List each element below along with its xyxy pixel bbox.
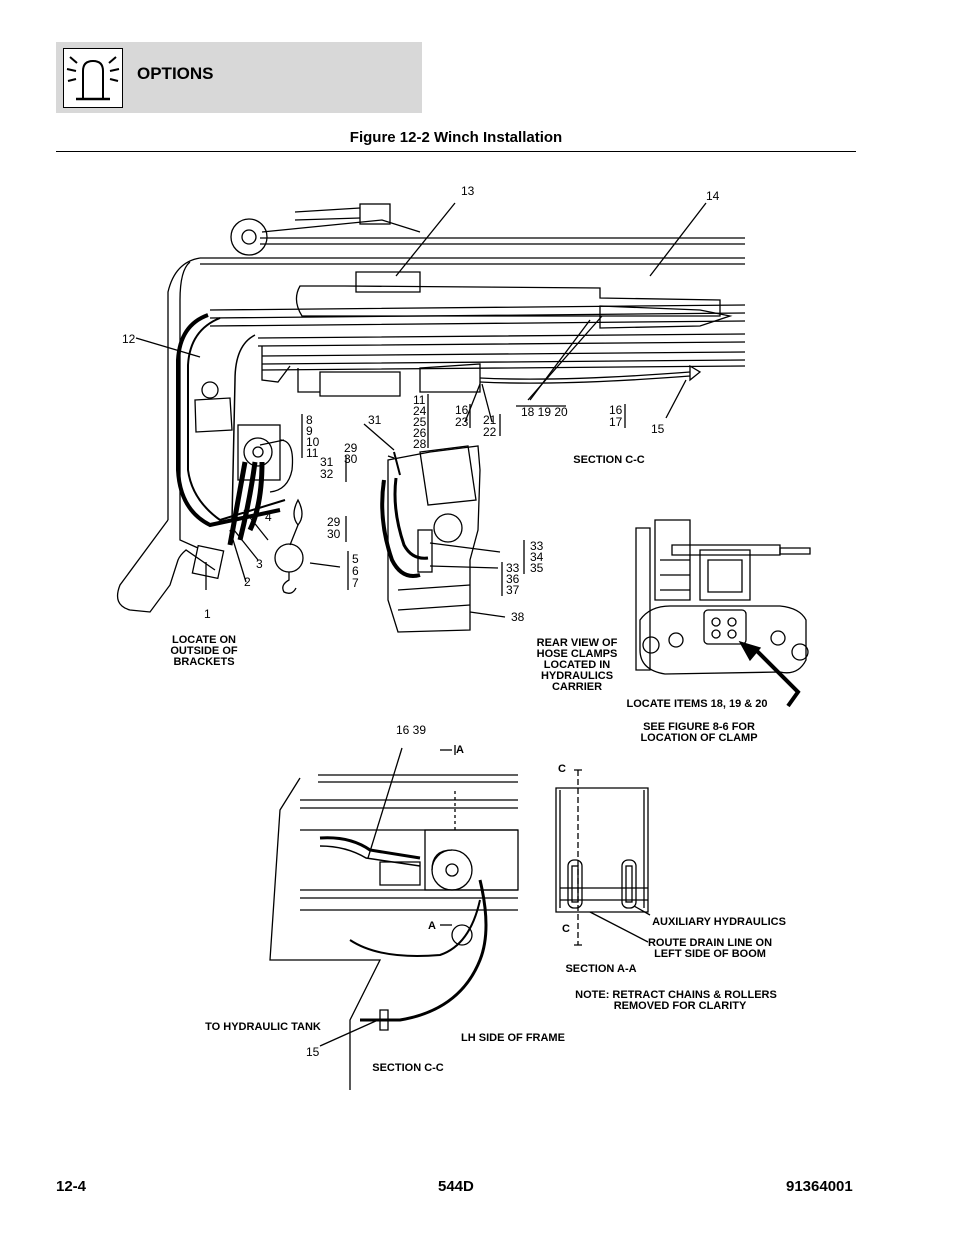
- beacon-light-icon: [63, 48, 123, 108]
- label-section-aa: SECTION A-A: [565, 963, 636, 975]
- callout-11-28-d: 26: [413, 426, 427, 440]
- callout-11-28-e: 28: [413, 437, 427, 451]
- label-see-figure-1: SEE FIGURE 8-6 FOR: [643, 721, 755, 733]
- boom-assembly: [116, 202, 746, 613]
- label-aux-hydraulics: AUXILIARY HYDRAULICS: [652, 916, 786, 928]
- callout-18-19-20: 18 19 20: [521, 405, 568, 419]
- callout-38: 38: [511, 610, 525, 624]
- callout-29-30b-b: 30: [327, 527, 341, 541]
- label-marker-c-bottom: C: [562, 923, 570, 935]
- callout-11-28-a: 11: [413, 393, 426, 407]
- callout-33-37-b: 36: [506, 572, 520, 586]
- callout-8-11-d: 11: [306, 446, 319, 460]
- callout-33-35-c: 35: [530, 561, 544, 575]
- footer-document-number: 91364001: [786, 1178, 853, 1195]
- callout-21-22-a: 21: [483, 413, 497, 427]
- section-title: OPTIONS: [137, 64, 214, 83]
- label-see-figure-2: LOCATION OF CLAMP: [640, 732, 757, 744]
- callout-33-35-a: 33: [530, 539, 544, 553]
- label-rear-view-4: HYDRAULICS: [541, 670, 613, 682]
- callout-31: 31: [368, 413, 382, 427]
- callout-8-11-c: 10: [306, 435, 320, 449]
- title-divider: [56, 151, 856, 152]
- callout-16-39: 16 39: [396, 723, 426, 737]
- label-note-2: REMOVED FOR CLARITY: [614, 1000, 747, 1012]
- callout-21-22-b: 22: [483, 425, 497, 439]
- label-to-tank: TO HYDRAULIC TANK: [205, 1021, 321, 1033]
- footer-model: 544D: [438, 1178, 474, 1195]
- callout-3: 3: [256, 557, 263, 571]
- callout-33-37-c: 37: [506, 583, 520, 597]
- label-rear-view-1: REAR VIEW OF: [537, 637, 618, 649]
- callout-2: 2: [244, 575, 251, 589]
- callout-33-37-a: 33: [506, 561, 520, 575]
- callout-1: 1: [204, 607, 211, 621]
- callout-numbers: 13 14 12 8 9 10 11 31 11 24 25 26 28 16 …: [122, 184, 720, 1059]
- callout-33-35-b: 34: [530, 550, 544, 564]
- label-marker-c-top: C: [558, 763, 566, 775]
- figure-title: Figure 12-2 Winch Installation: [349, 129, 563, 146]
- diagram-labels: SECTION C-C LOCATE ON OUTSIDE OF BRACKET…: [170, 454, 786, 1074]
- section-aa-view: [555, 769, 651, 946]
- callout-12: 12: [122, 332, 136, 346]
- callout-16-17-a: 16: [609, 403, 623, 417]
- callout-29-30a-b: 30: [344, 452, 358, 466]
- label-rear-view-5: CARRIER: [552, 681, 602, 693]
- callout-8-11-a: 8: [306, 413, 313, 427]
- callout-11-28-b: 24: [413, 404, 427, 418]
- callout-16-17-b: 17: [609, 415, 623, 429]
- callout-16-23-b: 23: [455, 415, 469, 429]
- callout-5-7-a: 5: [352, 552, 359, 566]
- callout-5-7-c: 7: [352, 576, 359, 590]
- callout-31-32-b: 32: [320, 467, 334, 481]
- label-rear-view-3: LOCATED IN: [544, 659, 610, 671]
- footer-page-number: 12-4: [56, 1178, 87, 1195]
- callout-15-top: 15: [651, 422, 665, 436]
- label-note-1: NOTE: RETRACT CHAINS & ROLLERS: [575, 989, 777, 1001]
- label-locate-brackets-3: BRACKETS: [173, 656, 234, 668]
- callout-31-32-a: 31: [320, 455, 334, 469]
- label-route-drain-2: LEFT SIDE OF BOOM: [654, 948, 766, 960]
- label-locate-brackets-2: OUTSIDE OF: [170, 645, 238, 657]
- callout-4: 4: [265, 510, 272, 524]
- callout-brackets: [301, 394, 626, 596]
- label-locate-brackets-1: LOCATE ON: [172, 634, 236, 646]
- callout-14: 14: [706, 189, 720, 203]
- label-section-cc-bottom: SECTION C-C: [372, 1062, 444, 1074]
- callout-16-23-a: 16: [455, 403, 469, 417]
- callout-5-7-b: 6: [352, 564, 359, 578]
- callout-11-28-c: 25: [413, 415, 427, 429]
- callout-13: 13: [461, 184, 475, 198]
- label-lh-frame: LH SIDE OF FRAME: [461, 1032, 565, 1044]
- label-rear-view-2: HOSE CLAMPS: [537, 648, 618, 660]
- callout-29-30a-a: 29: [344, 441, 358, 455]
- lower-section-view: [269, 745, 519, 1090]
- label-marker-a-bottom: A: [428, 920, 436, 932]
- callout-29-30b-a: 29: [327, 515, 341, 529]
- winch-cylinder-view: [363, 423, 506, 633]
- label-route-drain-1: ROUTE DRAIN LINE ON: [648, 937, 772, 949]
- callout-15-bottom: 15: [306, 1045, 320, 1059]
- label-locate-items: LOCATE ITEMS 18, 19 & 20: [626, 698, 767, 710]
- label-section-cc-top: SECTION C-C: [573, 454, 645, 466]
- label-marker-a-top: A: [456, 744, 464, 756]
- callout-8-11-b: 9: [306, 424, 313, 438]
- rear-view-hose-clamps: [635, 519, 811, 708]
